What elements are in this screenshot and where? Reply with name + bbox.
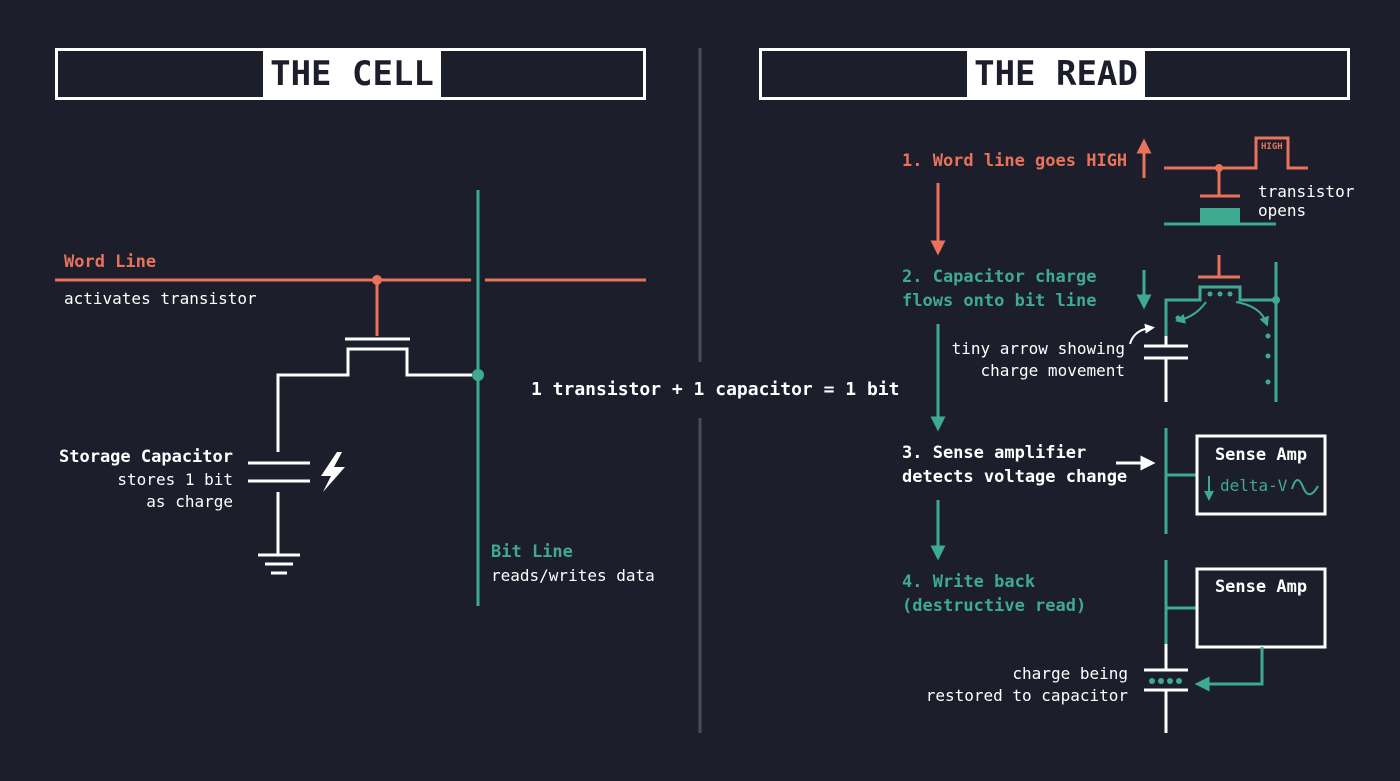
read-title: THE READ: [967, 48, 1145, 100]
step1-note-2: opens: [1258, 201, 1307, 220]
step4-capacitor-symbol: [1144, 644, 1188, 733]
storage-capacitor-symbol: [248, 452, 310, 492]
equation-text: 1 transistor + 1 capacitor = 1 bit: [531, 379, 900, 400]
word-line-desc: activates transistor: [64, 289, 257, 308]
cell-title: THE CELL: [263, 48, 441, 100]
bit-line-label: Bit Line: [491, 542, 573, 562]
charge-flow-circuit: [1164, 255, 1280, 402]
step2-note-2: charge movement: [980, 361, 1126, 380]
read-title-bar: THE READ: [759, 48, 1350, 100]
step4-note-1: charge being: [1012, 664, 1128, 683]
step2-title-2: flows onto bit line: [902, 291, 1097, 311]
step3-title-1: 3. Sense amplifier: [902, 443, 1087, 463]
delta-v-label: delta-V: [1220, 476, 1288, 495]
step2-title-1: 2. Capacitor charge: [902, 267, 1097, 287]
step2-capacitor-symbol: [1144, 336, 1188, 402]
access-transistor: [276, 337, 472, 555]
storage-capacitor-label: Storage Capacitor: [59, 447, 233, 467]
sine-wave-icon: [1291, 479, 1319, 496]
step4-note-2: restored to capacitor: [925, 686, 1128, 705]
step4-title-2: (destructive read): [902, 596, 1087, 616]
sense-amp-box-step3: [1195, 434, 1327, 516]
bit-line-desc: reads/writes data: [491, 566, 655, 585]
word-line-label: Word Line: [64, 252, 157, 272]
ground-icon: [258, 553, 300, 575]
tiny-callout-arrow: [1129, 323, 1155, 345]
step1-note-1: transistor: [1258, 182, 1355, 201]
bit-line: [472, 190, 484, 606]
step1-title: 1. Word line goes HIGH: [902, 151, 1128, 171]
cell-title-bar: THE CELL: [55, 48, 646, 100]
step2-note-1: tiny arrow showing: [951, 339, 1125, 358]
step3-title-2: detects voltage change: [902, 467, 1128, 487]
restore-arrow: [1194, 647, 1264, 692]
capacitor-desc-1: stores 1 bit: [117, 470, 233, 489]
capacitor-desc-2: as charge: [146, 492, 233, 511]
open-transistor-icon: [1164, 208, 1276, 226]
word-line: [55, 275, 646, 336]
high-tag: HIGH: [1261, 142, 1283, 152]
sense-amp-label-step3: Sense Amp: [1214, 445, 1308, 465]
sense-amp-label-step4: Sense Amp: [1214, 577, 1308, 597]
step4-title-1: 4. Write back: [902, 572, 1036, 592]
word-line-pulse: [1164, 136, 1308, 198]
lightning-icon: [321, 452, 345, 492]
